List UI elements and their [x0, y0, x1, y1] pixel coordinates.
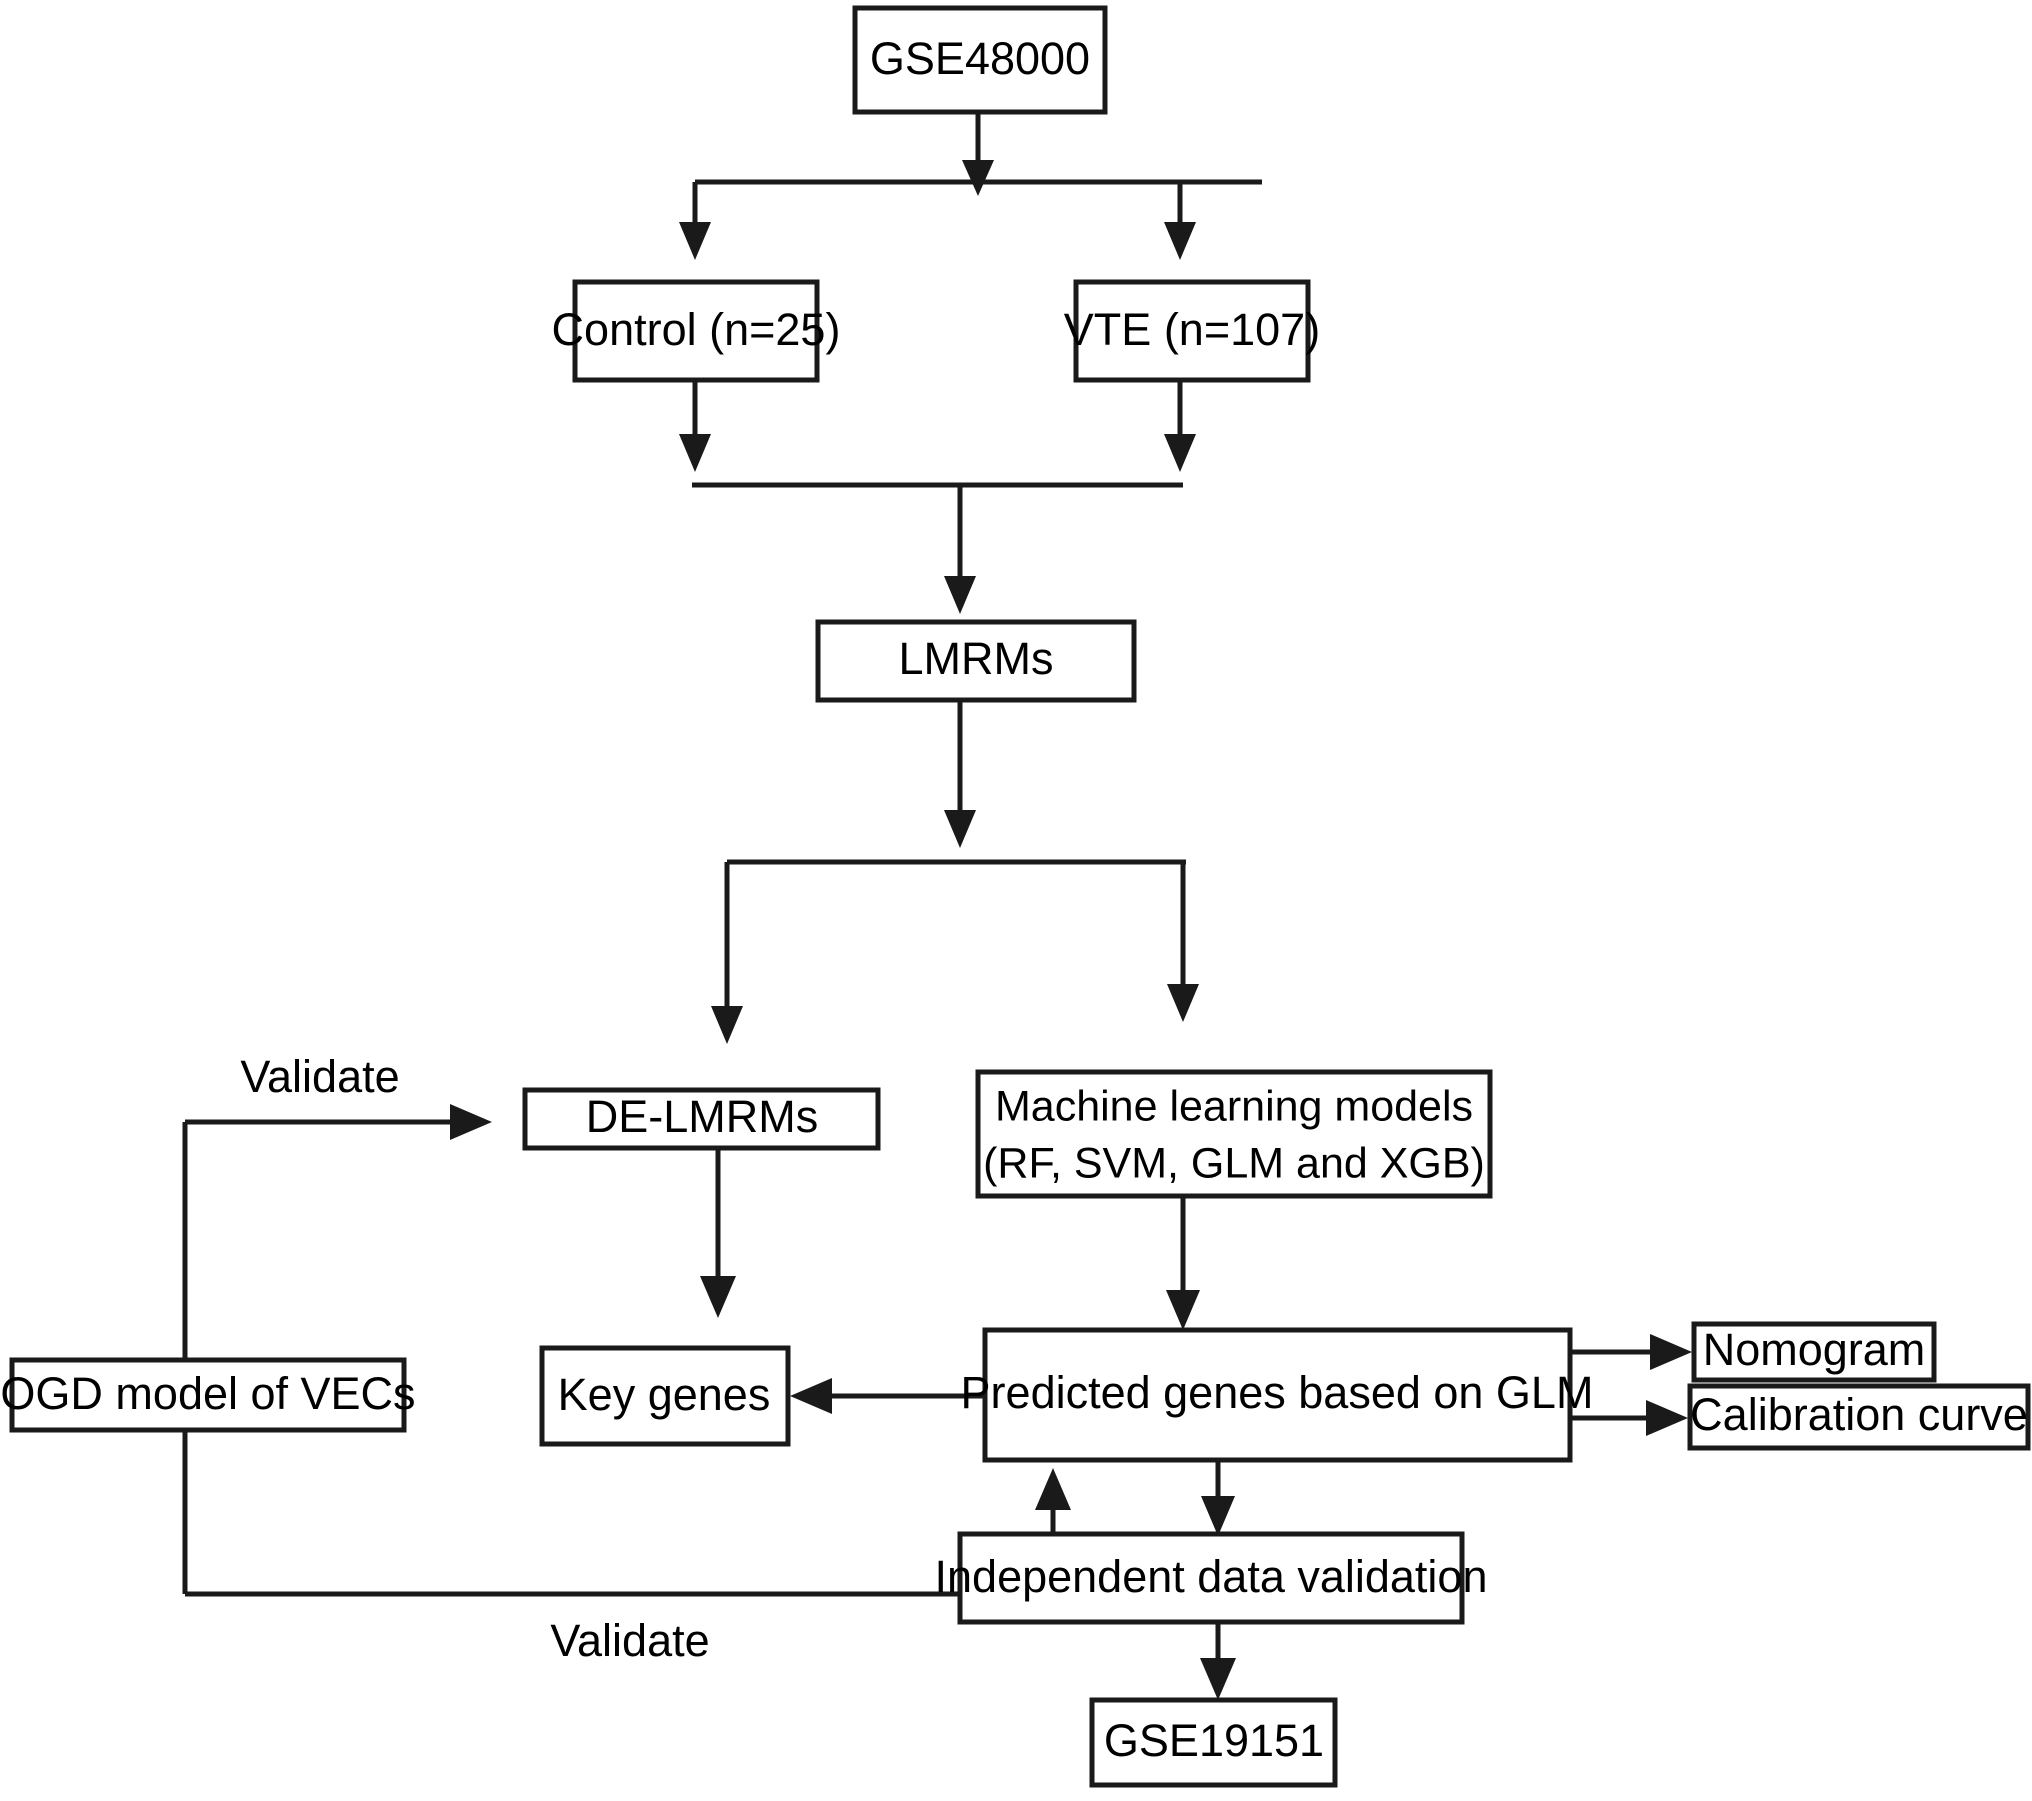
edge-lmrms-to-split — [711, 700, 1199, 1044]
node-de-lmrms-label: DE-LMRMs — [586, 1091, 819, 1142]
edge-predicted-to-calibration — [1570, 1400, 1688, 1436]
edge-source-to-split — [679, 112, 1262, 260]
node-predicted-genes[interactable]: Predicted genes based on GLM — [961, 1327, 1594, 1463]
node-vte-group-label: VTE (n=107) — [1064, 304, 1320, 355]
node-lmrms[interactable]: LMRMs — [815, 619, 1137, 703]
node-nomogram-label: Nomogram — [1703, 1324, 1926, 1375]
node-dataset-source-label: GSE48000 — [870, 33, 1090, 84]
edge-ogd-validate-to-delmrms — [182, 1104, 492, 1362]
edge-control-to-merge — [679, 380, 711, 472]
edge-predicted-to-independent — [1201, 1460, 1235, 1536]
edge-label-validate-top: Validate — [240, 1051, 399, 1102]
node-independent-validation-label: Independent data validation — [935, 1551, 1488, 1602]
node-key-genes-label: Key genes — [558, 1369, 771, 1420]
edge-delmrms-to-keygenes — [700, 1148, 736, 1318]
node-ogd-model[interactable]: OGD model of VECs — [0, 1357, 416, 1433]
node-validation-dataset-label: GSE19151 — [1104, 1715, 1324, 1766]
edge-independent-to-gse19151 — [1200, 1622, 1236, 1700]
node-control-group[interactable]: Control (n=25) — [552, 279, 841, 383]
node-vte-group[interactable]: VTE (n=107) — [1064, 279, 1320, 383]
node-ogd-model-label: OGD model of VECs — [0, 1368, 415, 1419]
node-de-lmrms[interactable]: DE-LMRMs — [522, 1087, 881, 1151]
edge-merge-to-lmrms — [692, 482, 1183, 614]
node-independent-validation[interactable]: Independent data validation — [935, 1531, 1488, 1625]
node-calibration-curve-label: Calibration curve — [1690, 1389, 2028, 1440]
node-control-group-label: Control (n=25) — [552, 304, 841, 355]
node-ml-models-label-line1: Machine learning models — [995, 1082, 1473, 1130]
edge-predicted-to-keygenes — [790, 1378, 985, 1414]
edge-vte-to-merge — [1164, 380, 1196, 472]
node-nomogram[interactable]: Nomogram — [1691, 1321, 1937, 1383]
node-predicted-genes-label: Predicted genes based on GLM — [961, 1367, 1594, 1418]
node-calibration-curve[interactable]: Calibration curve — [1687, 1383, 2031, 1451]
edge-predicted-to-nomogram — [1570, 1334, 1692, 1370]
node-validation-dataset[interactable]: GSE19151 — [1089, 1697, 1338, 1788]
node-ml-models-label-line2: (RF, SVM, GLM and XGB) — [983, 1139, 1485, 1187]
edge-mlmodels-to-predicted — [1166, 1196, 1200, 1330]
node-dataset-source[interactable]: GSE48000 — [852, 5, 1108, 115]
edge-label-validate-bottom: Validate — [550, 1615, 709, 1666]
node-lmrms-label: LMRMs — [899, 633, 1054, 684]
node-ml-models[interactable]: Machine learning models (RF, SVM, GLM an… — [975, 1069, 1493, 1199]
node-key-genes[interactable]: Key genes — [539, 1345, 791, 1447]
